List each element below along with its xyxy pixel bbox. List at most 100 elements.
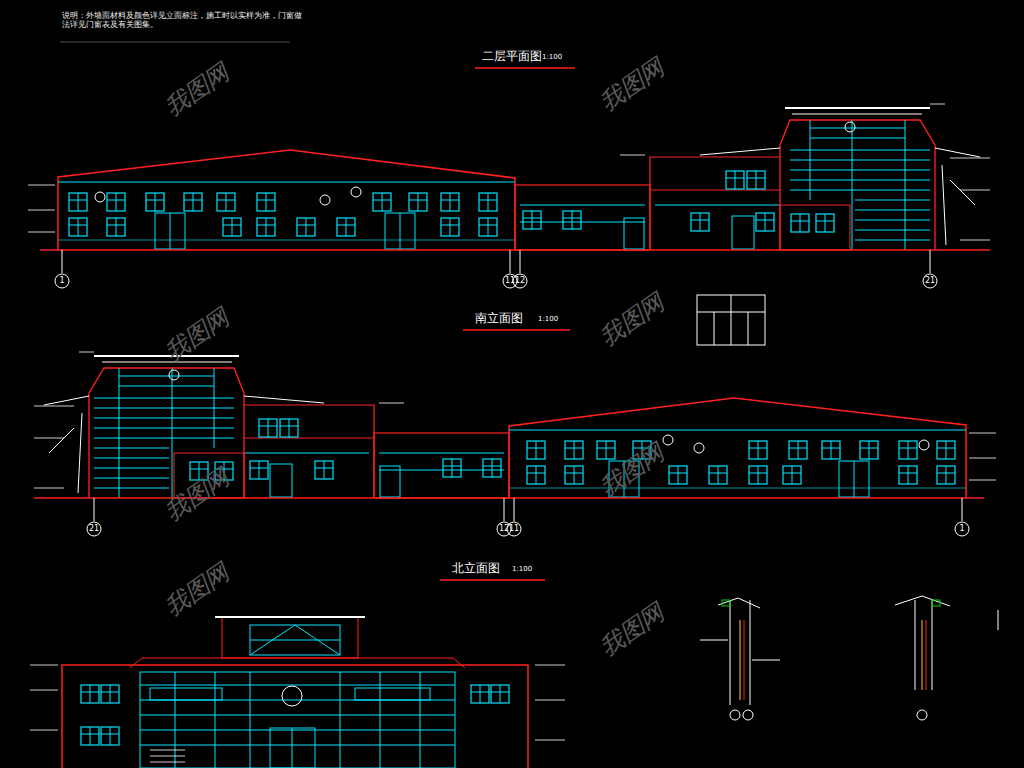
drawing-line xyxy=(700,640,728,641)
drawing-line xyxy=(270,728,315,768)
drawing-line xyxy=(87,522,101,536)
scale-note: 1:100 xyxy=(512,566,532,574)
drawing-line xyxy=(731,295,732,345)
drawing-line xyxy=(30,730,58,731)
axis-number: 1 xyxy=(959,525,964,534)
drawing-line xyxy=(507,522,521,536)
drawing-line xyxy=(915,600,916,690)
drawing-line xyxy=(140,685,455,686)
drawing-line xyxy=(340,672,341,768)
drawing-line xyxy=(932,600,933,690)
watermark: 我图网 xyxy=(595,54,669,117)
drawing-line xyxy=(250,625,340,655)
axis-number: 21 xyxy=(925,277,935,286)
drawing-line xyxy=(34,352,996,498)
bottom-elevation xyxy=(30,580,565,768)
axis-number: 11 xyxy=(505,277,515,286)
drawing-line xyxy=(730,600,731,705)
drawing-line xyxy=(535,665,565,666)
wall-details xyxy=(700,596,998,720)
drawing-title: 南立面图 xyxy=(475,312,523,325)
drawing-line xyxy=(932,600,940,606)
drawing-line xyxy=(420,672,421,768)
drawing-line xyxy=(150,688,222,700)
drawing-line xyxy=(140,730,455,731)
axis-number: 12 xyxy=(499,525,509,534)
drawing-line xyxy=(514,498,515,521)
drawing-line xyxy=(923,274,937,288)
drawing-line xyxy=(60,42,290,43)
drawing-line xyxy=(463,329,570,331)
drawing-line xyxy=(930,250,931,273)
drawing-line xyxy=(714,312,715,345)
drawing-line xyxy=(998,610,999,630)
drawing-line xyxy=(150,762,185,763)
drawing-line xyxy=(520,250,521,273)
drawing-line xyxy=(140,672,455,768)
drawing-line xyxy=(922,620,923,690)
drawing-line xyxy=(740,620,741,700)
drawing-line xyxy=(55,274,69,288)
drawing-line xyxy=(748,312,749,345)
drawing-title: 二层平面图 xyxy=(482,50,542,63)
small-table xyxy=(697,295,765,345)
drawing-line xyxy=(62,665,528,768)
drawing-line xyxy=(697,312,765,313)
drawing-line xyxy=(101,727,119,745)
drawing-line xyxy=(722,600,730,606)
drawing-line xyxy=(81,685,99,703)
drawing-title: 北立面图 xyxy=(452,562,500,575)
drawing-line xyxy=(744,620,745,700)
drawing-line xyxy=(697,295,765,345)
drawing-line xyxy=(62,250,63,273)
general-note: 说明：外墙面材料及颜色详见立面标注，施工时以实样为准，门窗做法详见门窗表及有关图… xyxy=(62,12,302,30)
drawing-line xyxy=(292,728,293,768)
drawing-line xyxy=(535,700,565,701)
drawing-line xyxy=(510,250,511,273)
axis-number: 1 xyxy=(59,277,64,286)
drawing-line xyxy=(743,710,753,720)
drawing-line xyxy=(94,498,95,521)
drawing-line xyxy=(140,715,455,716)
drawing-line xyxy=(130,658,465,668)
axis-number: 12 xyxy=(515,277,525,286)
drawing-line xyxy=(81,727,99,745)
drawing-line xyxy=(718,598,760,608)
drawing-line xyxy=(101,685,119,703)
axis-number: 11 xyxy=(509,525,519,534)
drawing-line xyxy=(30,665,58,666)
drawing-line xyxy=(380,672,381,768)
scale-note: 1:100 xyxy=(538,316,558,324)
drawing-line xyxy=(150,750,185,751)
drawing-line xyxy=(895,596,950,606)
drawing-line xyxy=(250,672,251,768)
drawing-line xyxy=(955,522,969,536)
drawing-line xyxy=(752,660,780,661)
watermark: 我图网 xyxy=(595,439,669,502)
drawing-line xyxy=(140,745,455,746)
watermark: 我图网 xyxy=(160,559,234,622)
drawing-line xyxy=(750,600,751,705)
middle-elevation xyxy=(34,295,996,536)
drawing-line xyxy=(30,690,58,691)
drawing-line xyxy=(440,579,545,581)
drawing-line xyxy=(355,688,430,700)
drawing-line xyxy=(504,498,505,521)
drawing-line xyxy=(917,710,927,720)
drawing-line xyxy=(282,686,302,706)
drawing-line xyxy=(513,274,527,288)
axis-number: 21 xyxy=(89,525,99,534)
watermark: 我图网 xyxy=(160,464,234,527)
drawing-line xyxy=(215,616,365,618)
drawing-line xyxy=(491,685,509,703)
top-elevation xyxy=(28,42,990,288)
drawing-line xyxy=(926,620,927,690)
drawing-line xyxy=(222,617,358,658)
drawing-line xyxy=(730,710,740,720)
watermark: 我图网 xyxy=(595,599,669,662)
drawing-line xyxy=(150,756,185,757)
drawing-line xyxy=(175,672,176,768)
watermark: 我图网 xyxy=(160,304,234,367)
